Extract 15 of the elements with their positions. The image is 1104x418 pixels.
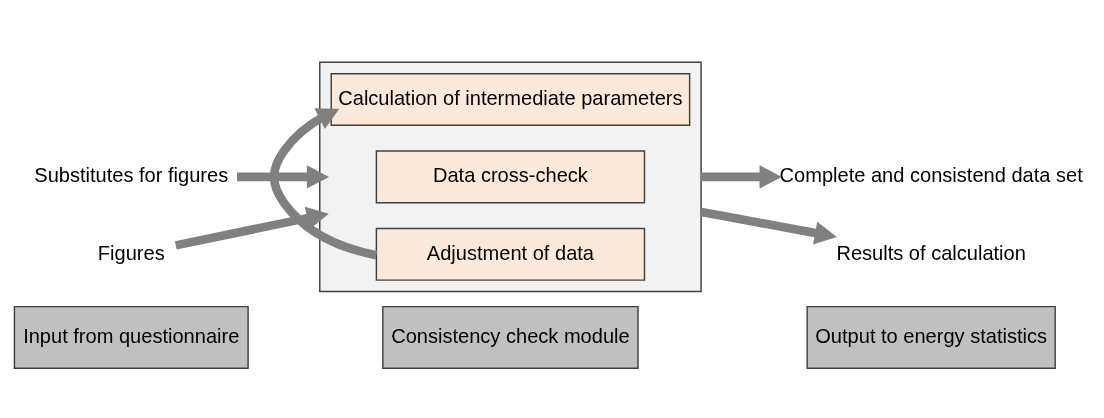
arrow [174,206,329,250]
node-box: Calculation of intermediate parameters [330,72,691,126]
node-text: Complete and consistend data set [779,163,1083,186]
node-text: Figures [97,241,165,264]
node-box: Data cross-check [375,149,646,203]
arrow [269,107,378,259]
node-text: Substitutes for figures [34,163,229,186]
node-box: Output to energy statistics [806,305,1056,369]
node-box: Consistency check module [382,305,639,369]
node-text: Results of calculation [836,241,1026,264]
arrow [701,164,782,188]
node-box: Input from questionnaire [13,305,249,369]
arrow [700,207,837,244]
node-box: Adjustment of data [375,227,646,281]
cluster [319,61,702,292]
